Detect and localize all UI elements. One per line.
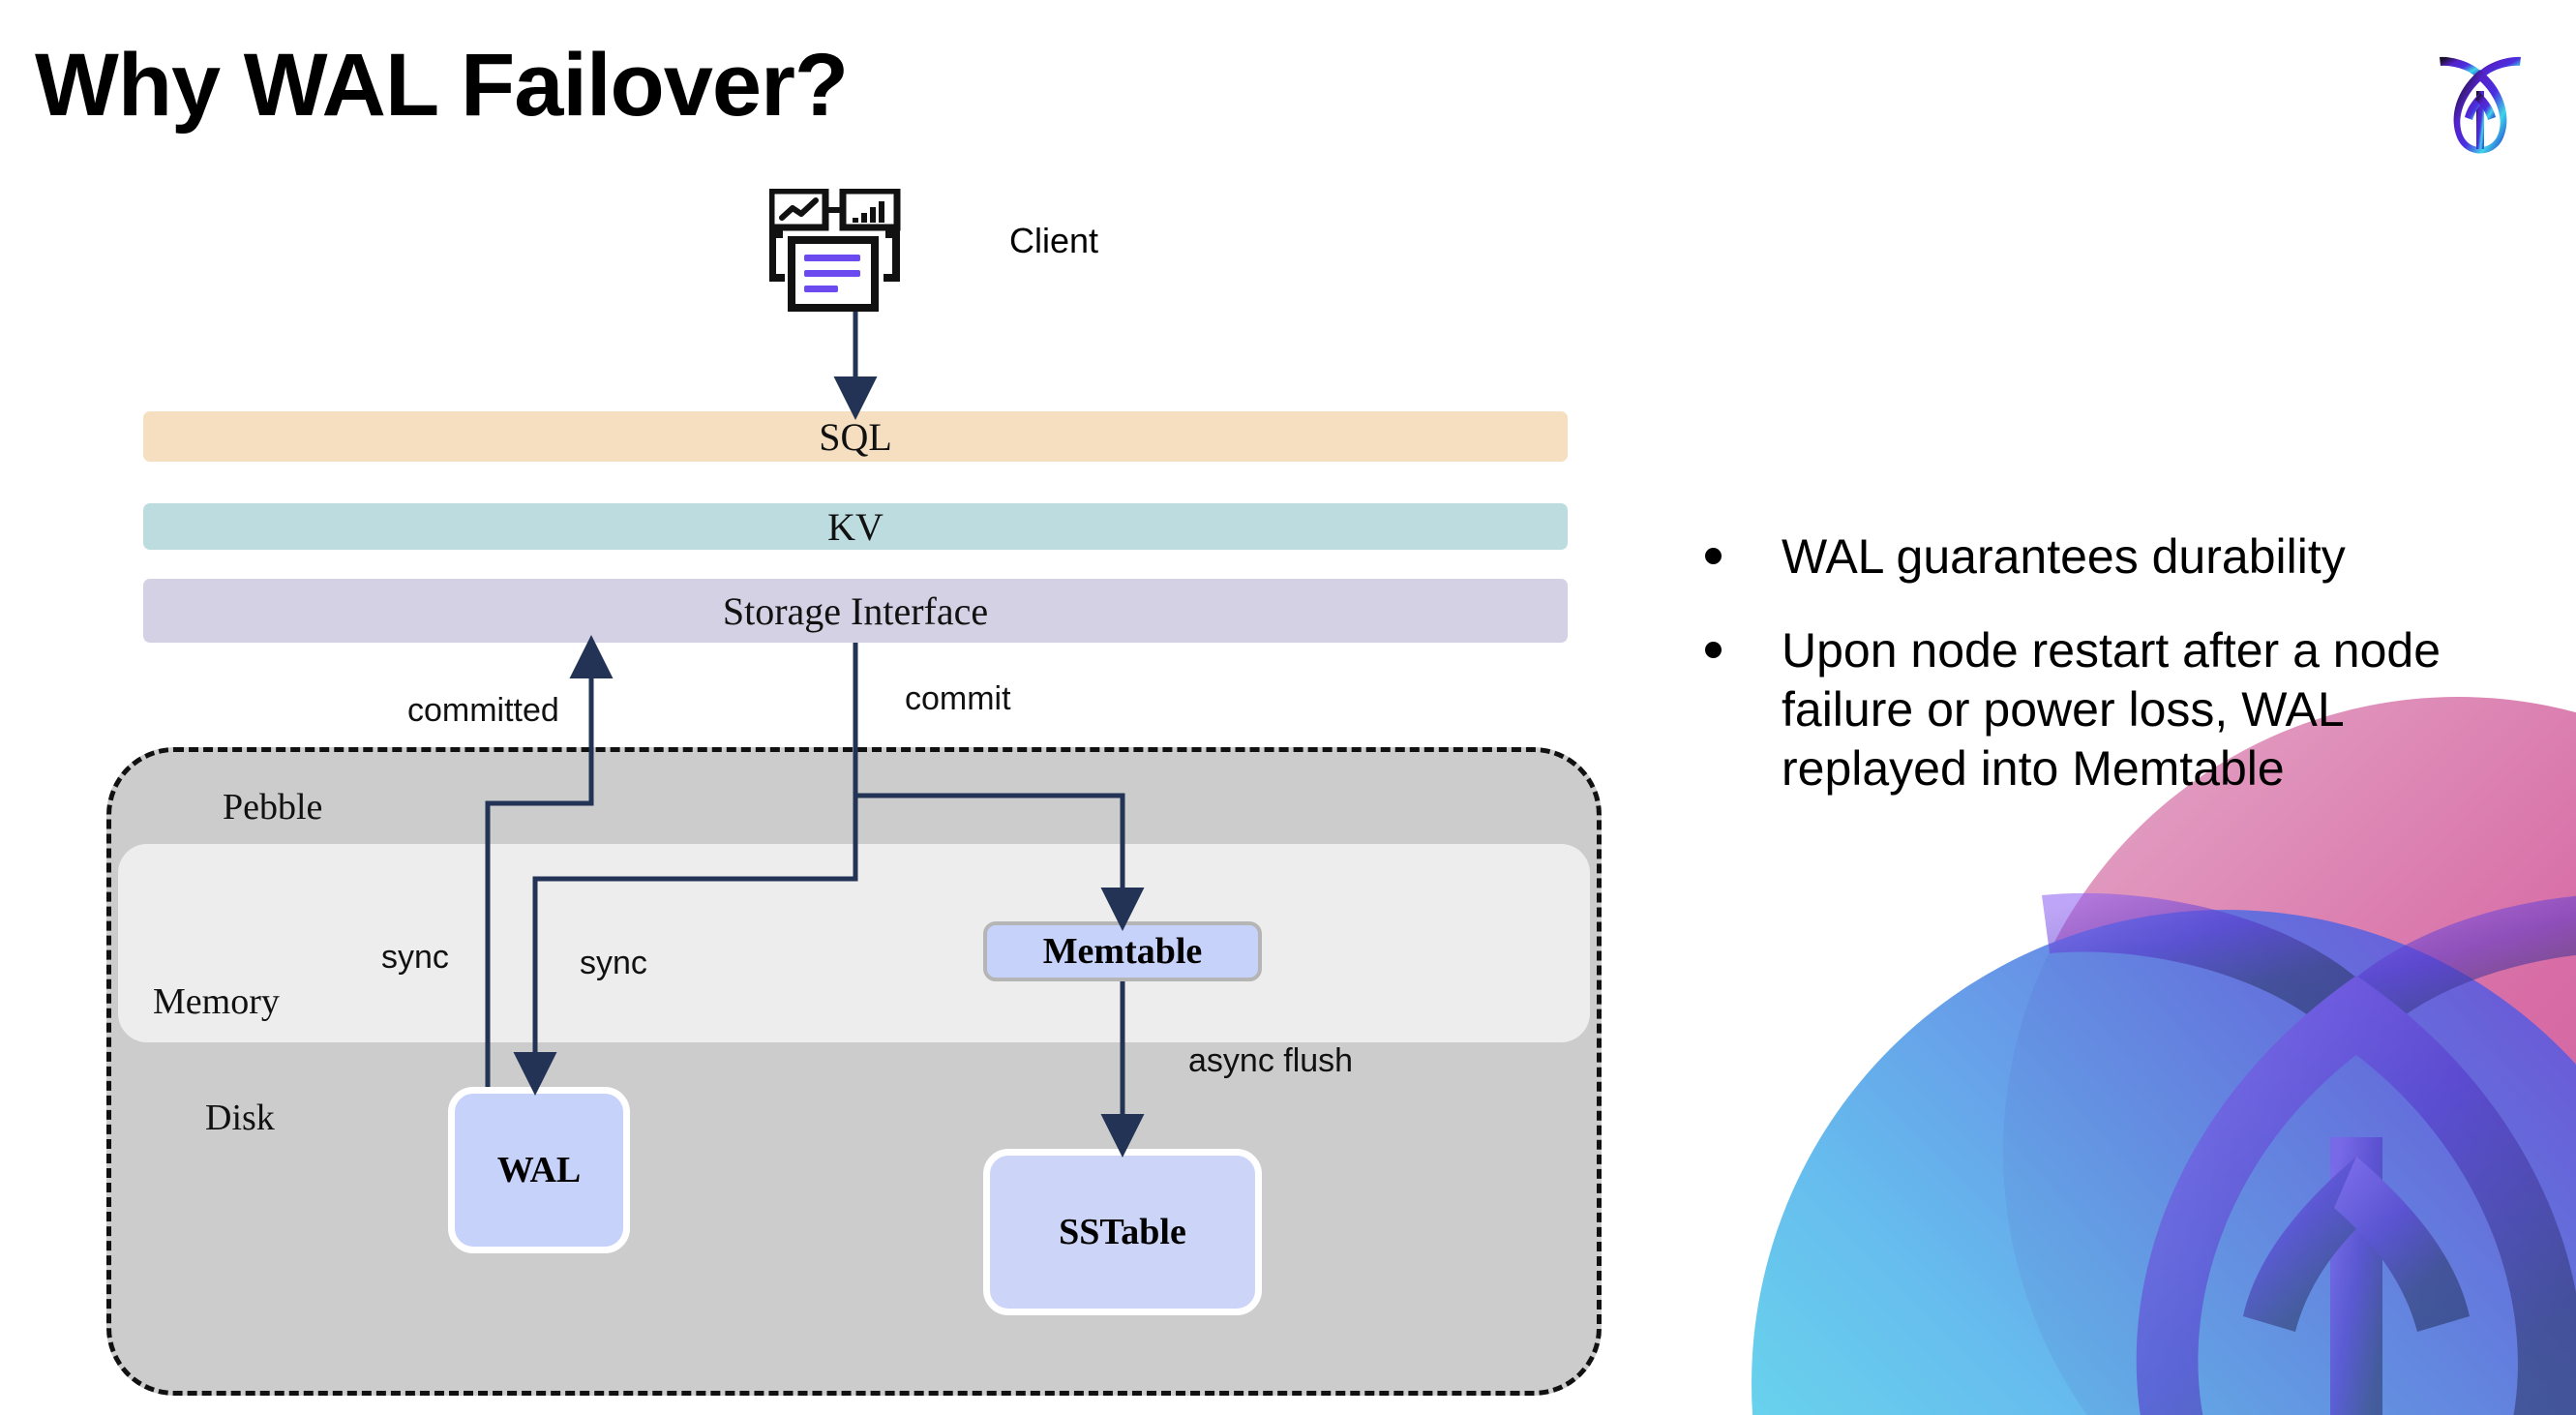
pebble-label: Pebble [223, 787, 323, 828]
edge-label-commit: commit [905, 680, 1011, 717]
client-label: Client [1009, 221, 1099, 260]
edge-label-committed: committed [407, 692, 559, 729]
stack-layer-kv: KV [143, 503, 1568, 550]
stack-layer-sql-label: SQL [819, 414, 892, 459]
edge-label-sync-right: sync [580, 945, 647, 981]
bullet-dot-icon [1705, 548, 1722, 564]
bullet-dot-icon [1705, 642, 1722, 658]
list-item: WAL guarantees durability [1705, 527, 2518, 587]
list-item: Upon node restart after a node failure o… [1705, 621, 2518, 798]
left-bracket [769, 230, 785, 282]
node-sstable-label: SSTable [1059, 1212, 1186, 1252]
line-chart-box [769, 189, 829, 231]
memory-region [118, 844, 1590, 1042]
node-memtable-label: Memtable [1042, 931, 1203, 972]
bullet-text: Upon node restart after a node failure o… [1782, 623, 2441, 796]
right-bracket [884, 230, 900, 282]
dash-separator [828, 207, 840, 213]
stack-layer-storage-interface: Storage Interface [143, 579, 1568, 643]
client-dashboard-icon [769, 189, 901, 312]
page-title: Why WAL Failover? [35, 36, 849, 135]
edge-label-async-flush: async flush [1188, 1042, 1354, 1079]
stack-layer-kv-label: KV [827, 504, 884, 549]
memory-label: Memory [153, 981, 280, 1022]
decor-circle-cyan [1752, 910, 2576, 1415]
stack-layer-storage-interface-label: Storage Interface [722, 588, 989, 633]
node-memtable: Memtable [983, 921, 1262, 981]
disk-label: Disk [205, 1098, 275, 1138]
cockroachdb-logo-icon [2440, 56, 2521, 154]
node-sstable: SSTable [983, 1149, 1262, 1315]
edge-label-sync-left: sync [381, 939, 449, 976]
node-wal: WAL [448, 1087, 630, 1253]
bullet-text: WAL guarantees durability [1782, 529, 2346, 584]
decor-roach-outline [2042, 892, 2576, 1415]
node-wal-label: WAL [496, 1150, 582, 1190]
bullet-list: WAL guarantees durability Upon node rest… [1705, 527, 2518, 833]
stack-layer-sql: SQL [143, 411, 1568, 462]
